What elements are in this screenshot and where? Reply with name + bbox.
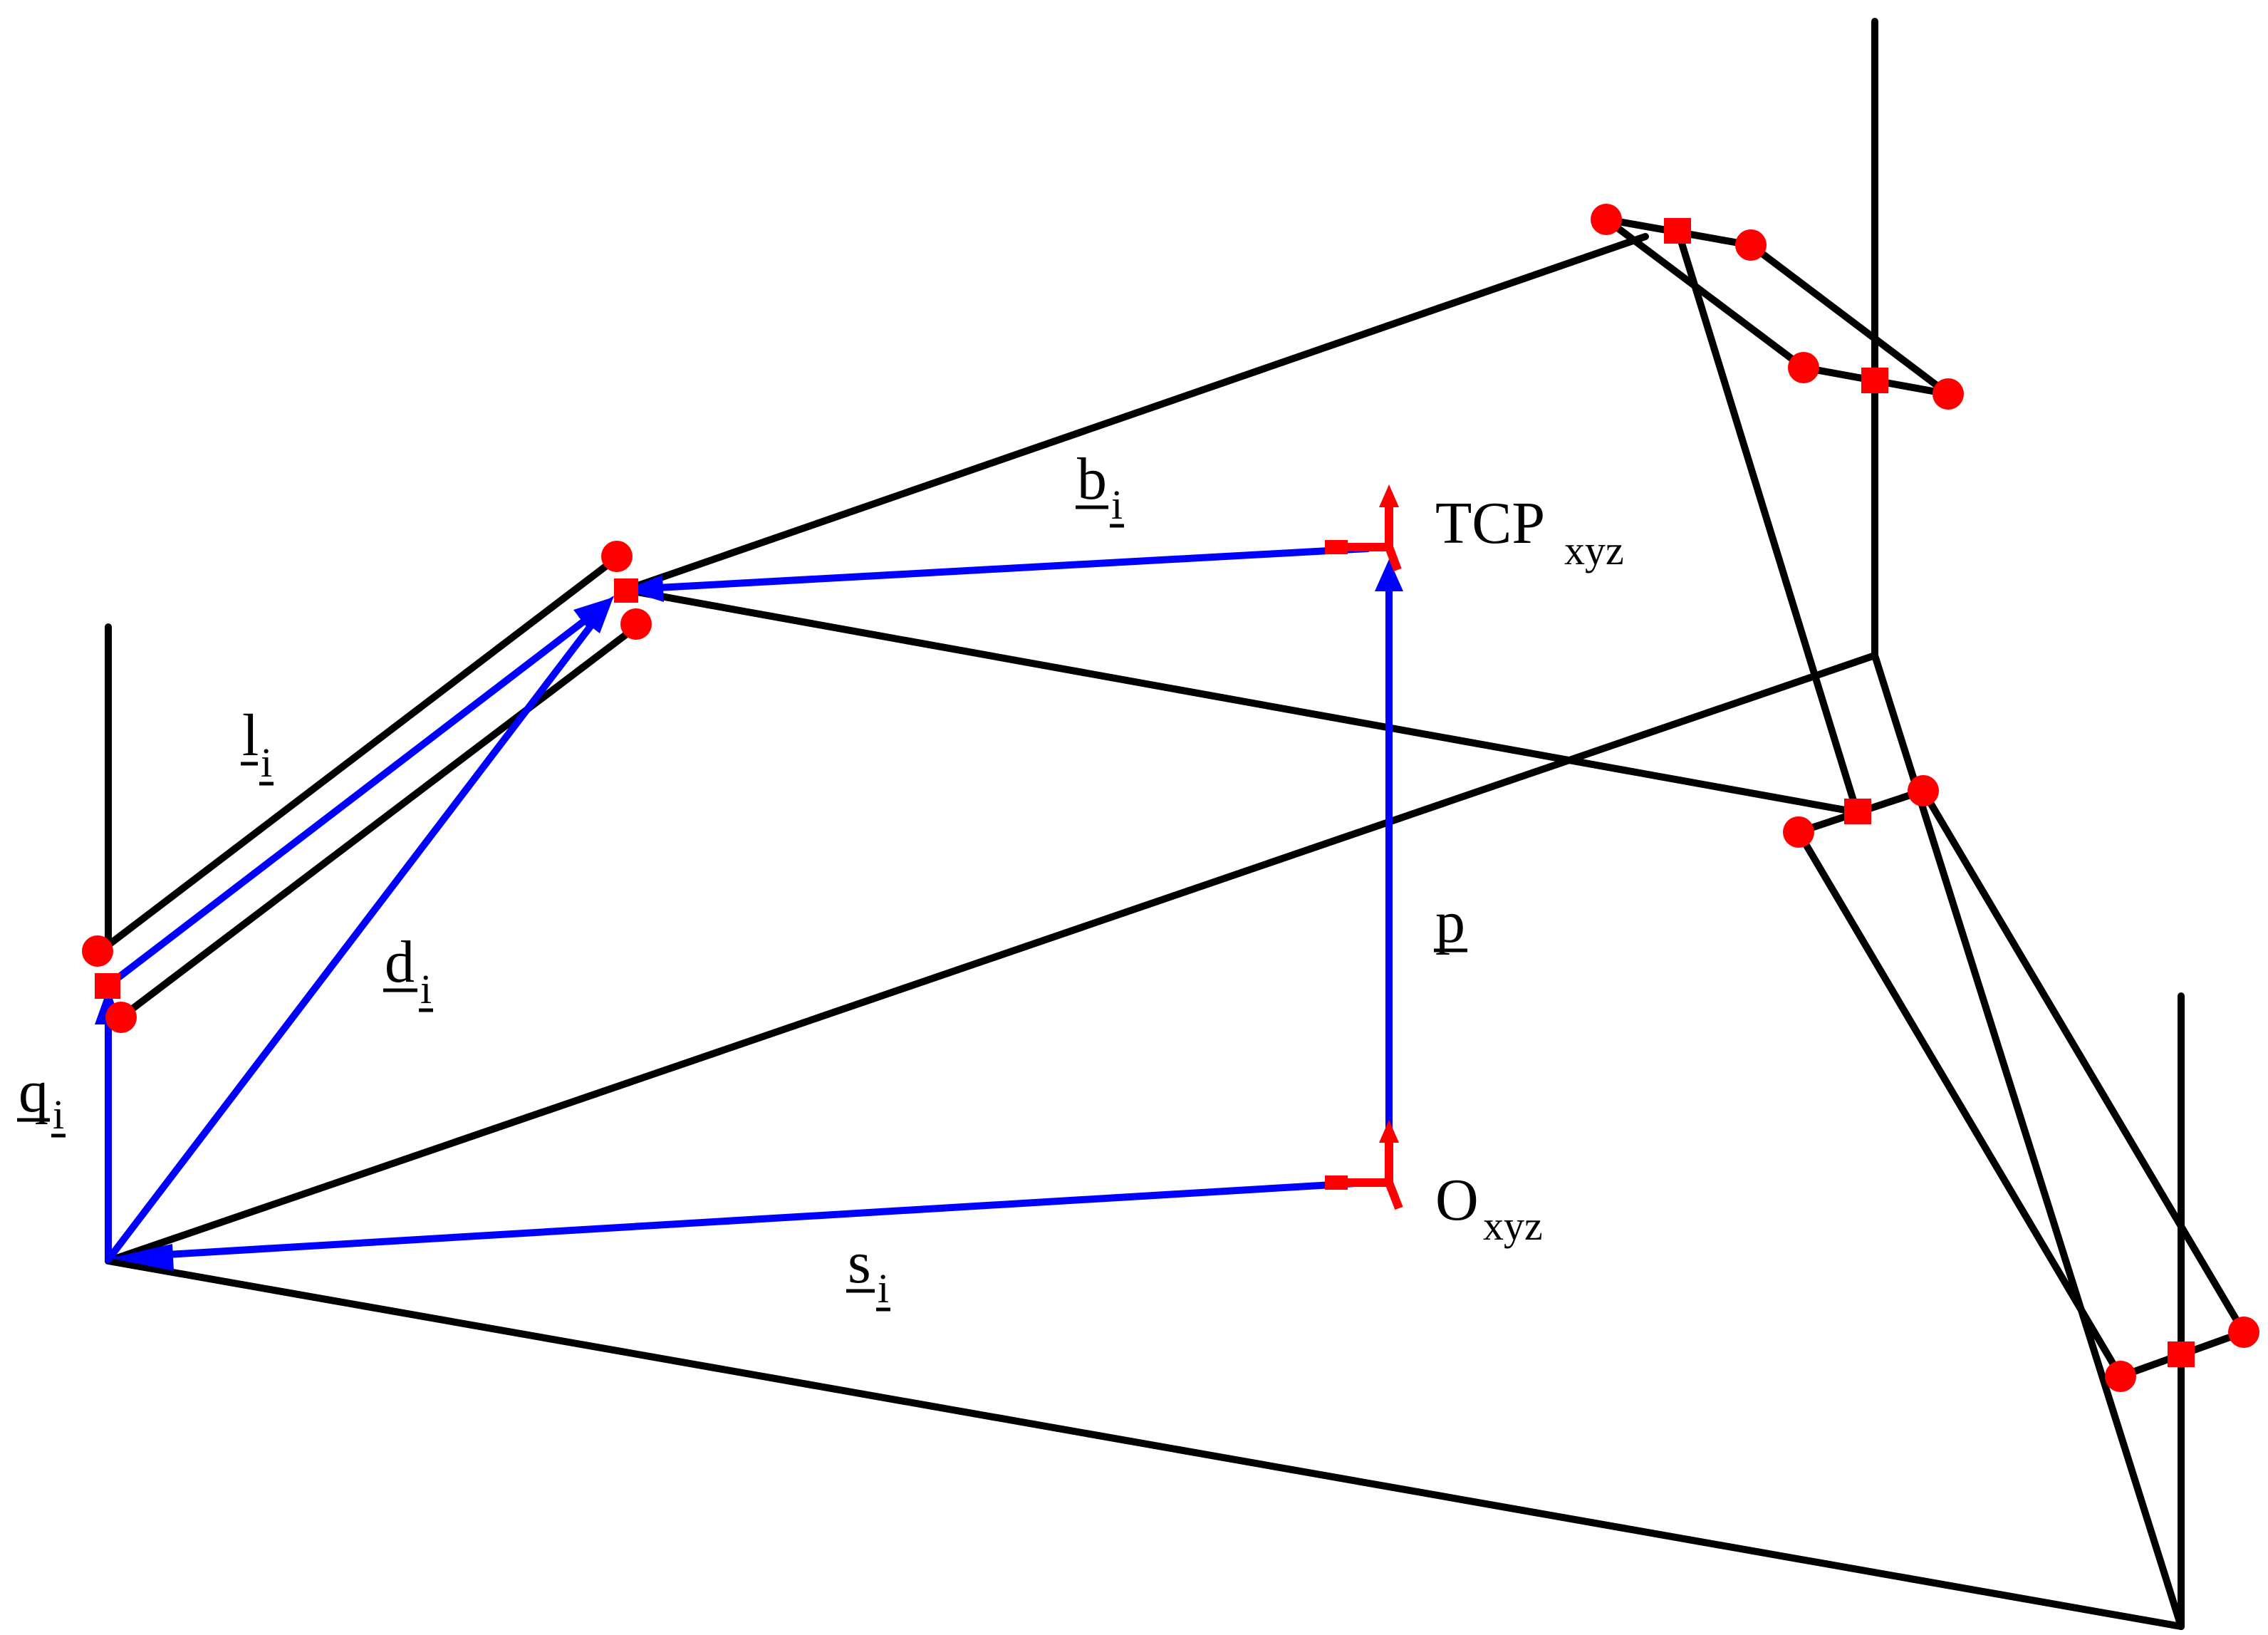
joint-lower-right-bottom-center [2168,1341,2195,1367]
left-leg-rail-bottom [118,623,640,1021]
joint-left-upper [82,935,113,967]
origin-axis-y [1385,1180,1403,1210]
joint-lower-right-d [2228,1317,2259,1348]
plate-edge-lower [622,586,1861,816]
lower-right-rail-a [1795,829,2124,1380]
joint-lower-right-c [2105,1361,2136,1392]
label-q-sub: i [53,1091,64,1138]
joint-lower-right-a [1783,816,1814,848]
label-origin: O [1435,1167,1479,1233]
joint-upper-right-lower-center [1861,368,1888,393]
label-b-sub: i [1111,482,1123,528]
frame-lines [94,18,2247,1630]
lower-right-rail-b [1920,787,2247,1336]
upper-right-rail-b [1747,242,1952,398]
vector-s [128,1179,1371,1260]
label-s: s [848,1230,871,1296]
origin-axis-z-tip [1379,1120,1399,1143]
label-tcp: TCP [1435,490,1545,556]
label-tcp-sub: xyz [1564,527,1624,573]
joint-left-lower [105,1002,137,1033]
left-leg-rail-top [94,554,620,957]
upper-right-rail-a [1603,216,1807,371]
label-origin-sub: xyz [1483,1203,1543,1249]
joint-upper-right-c [1788,352,1819,383]
joint-upper-right-b [1735,229,1767,261]
base-edge-top [105,652,1878,1265]
label-b: b [1077,446,1107,512]
joint-upper-right-center [1664,218,1691,244]
vector-b-arrowhead [625,575,664,602]
mid-right-strut [1871,652,2185,1630]
label-l-sub: i [261,739,272,786]
base-edge-bottom [105,1257,2185,1630]
joint-lower-right-center [1844,799,1871,824]
tcp-axis-y [1385,545,1402,572]
vector-p-arrowhead [1375,559,1403,591]
upper-right-leg [1674,226,1861,816]
vector-d-arrowhead [578,596,614,633]
tcp-frame [1325,484,1402,572]
joint-upper-right-a [1591,204,1622,235]
label-p: p [1435,889,1465,955]
vector-l [105,608,600,989]
joint-platform-lower [620,608,652,640]
tcp-axis-x-tip [1325,540,1348,554]
vector-s-arrowhead [110,1244,174,1271]
label-s-sub: i [878,1265,889,1312]
plate-edge-upper [622,233,1649,593]
tcp-axis-z-tip [1379,484,1399,507]
joint-platform-upper [601,541,633,572]
origin-axis-x-tip [1325,1175,1348,1190]
label-l: l [242,702,259,769]
label-d: d [385,929,415,995]
joint-upper-right-d [1933,378,1964,410]
joints [82,204,2259,1392]
labels: b i l i d i q i s i p TCP xyz O xyz [17,446,1624,1312]
joint-platform-center [614,578,638,603]
joint-left-center [95,973,120,999]
vector-b [641,545,1371,592]
origin-frame [1325,1120,1403,1210]
label-d-sub: i [420,966,432,1012]
vector-d [105,611,603,1263]
joint-lower-right-b [1908,775,1939,806]
vectors [95,545,1403,1271]
label-q: q [19,1059,48,1125]
